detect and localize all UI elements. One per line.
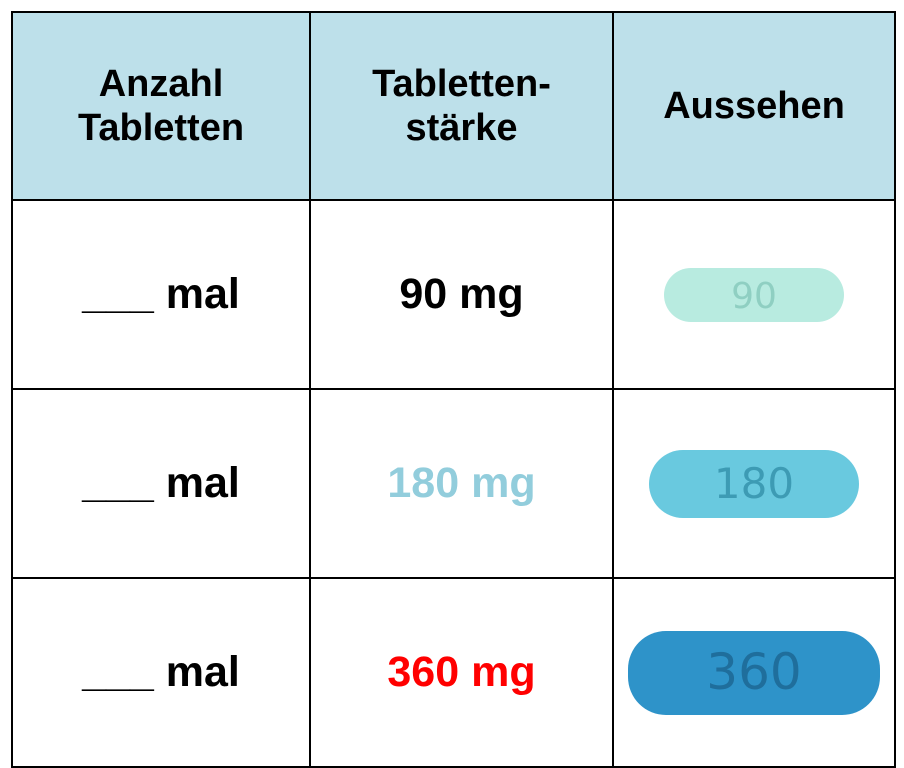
pill-imprint: 90 [731,276,777,317]
pill-body [628,630,880,715]
pill-image-cell: 180 [612,388,896,579]
strength-cell: 180 mg [309,388,614,579]
header-count: Anzahl Tabletten [11,11,311,201]
header-count-line2: Tabletten [77,107,245,149]
dosage-table: Anzahl Tabletten Tabletten- stärke Ausse… [11,11,896,768]
count-cell: ___ mal [11,199,311,390]
count-cell: ___ mal [11,388,311,579]
pill-imprint: 360 [706,643,801,701]
pill-180-image: 180 [649,449,859,518]
count-cell: ___ mal [11,577,311,768]
strength-cell: 360 mg [309,577,614,768]
header-strength-line2: stärke [405,107,518,149]
table-row: ___ mal 360 mg 360 [11,577,896,768]
pill-body [649,449,859,518]
pill-image-cell: 90 [612,199,896,390]
header-strength-line1: Tabletten- [372,63,551,105]
header-strength: Tabletten- stärke [309,11,614,201]
table-row: ___ mal 180 mg 180 [11,388,896,579]
pill-imprint: 180 [714,459,794,508]
header-look-label: Aussehen [663,85,845,127]
header-row: Anzahl Tabletten Tabletten- stärke Ausse… [11,11,896,201]
pill-360-image: 360 [628,630,880,715]
pill-90-image: 90 [664,267,844,322]
table-row: ___ mal 90 mg 90 [11,199,896,390]
header-count-line1: Anzahl [98,63,224,105]
header-look: Aussehen [612,11,896,201]
pill-body [664,267,844,322]
pill-image-cell: 360 [612,577,896,768]
strength-cell: 90 mg [309,199,614,390]
